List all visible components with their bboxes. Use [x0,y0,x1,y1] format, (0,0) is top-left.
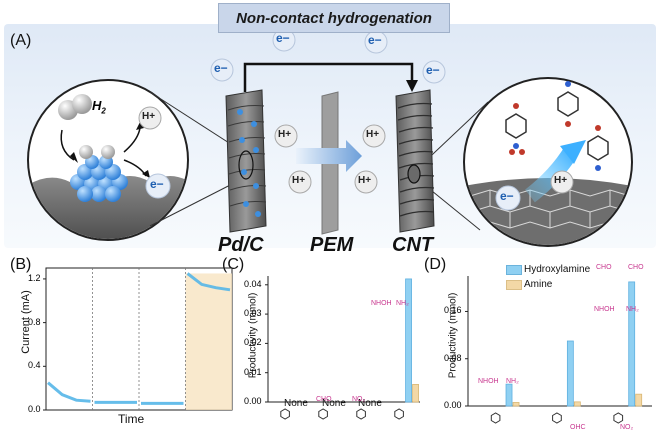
chart-d-ytick-label: 0.16 [444,305,462,316]
struct-label-nhoh-d: NHOH [594,306,615,313]
chart-d-bar-hydroxylamine-1 [505,383,513,407]
title-banner: Non-contact hydrogenation [218,3,450,33]
struct-label-cho: CHO [316,396,332,403]
chart-d-substrate-ring-1 [490,412,501,424]
chart-c-bar-amine-4 [412,384,419,403]
circuit-wire [243,62,414,92]
chart-c-ytick-label: 0.03 [244,308,262,319]
chart-d-ylabel: Productivity (mmol) [447,292,459,379]
proton-label: H+ [278,129,292,140]
chart-d-bar-hydroxylamine-2 [566,340,574,407]
legend-swatch-amine [506,280,522,290]
struct-label-nhoh: NHOH [371,300,392,307]
struct-label-cho-d2: CHO [628,264,644,271]
chart-d-substrate-ring-2 [552,412,562,424]
chart-c-ytick-label: 0.02 [244,337,262,348]
struct-label-nh2-d: NH₂ [626,306,639,313]
struct-label-ohc: OHC [570,424,586,431]
struct-label-cho-d1: CHO [596,264,612,271]
panel-label-c: (C) [222,256,245,273]
chart-c-substrate-ring-4 [394,408,404,420]
chart-d-bar-amine-1 [512,402,520,407]
panel-label-d: (D) [424,256,447,273]
panel-label-b: (B) [10,256,32,273]
pd-c-electrode [225,89,267,233]
legend-amine: Amine [524,279,553,290]
legend-swatch-hydroxylamine [506,265,522,275]
zoom-line-left-bottom [149,179,241,227]
struct-label-no2-d: NO₂ [620,424,634,431]
chart-c-ytick-label: 0.04 [244,278,262,289]
zoom-line-left-top [149,91,241,151]
chart-c-substrate-ring-3 [356,408,366,420]
chart-b-ytick-label: 1.2 [28,272,41,283]
struct-label-nh2-d2: NH₂ [506,378,519,385]
electron-label: e− [500,189,514,203]
proton-label: H+ [554,175,568,186]
circuit-arrowhead [406,80,418,92]
chart-b-ytick-label: 0.8 [28,316,41,327]
chart-c-ytick-label: 0.00 [244,396,262,406]
chart-c-ytick-label: 0.01 [244,366,262,377]
chart-c-substrate-ring-1 [280,408,290,420]
chart-d-ytick-label: 0.08 [444,352,462,363]
h2-label: H2 [92,98,106,116]
proton-flow-arrow [296,140,362,172]
chart-b-ytick-label: 0.0 [28,404,41,414]
pem-label: PEM [310,234,354,256]
none-label-2: None [322,398,346,409]
electron-label: e− [276,31,290,45]
proton-label: H+ [142,111,156,122]
cnt-electrode [395,89,435,233]
none-label-1: None [284,398,308,409]
chart-b-nitro-region [185,273,232,410]
chart-d-bar-hydroxylamine-3 [628,281,636,407]
legend-hydroxylamine: Hydroxylamine [524,264,591,275]
proton-label: H+ [366,129,380,140]
charge-bubbles [138,28,574,211]
struct-label-no2: NO₂ [352,396,366,403]
none-label-3: None [358,398,382,409]
chart-b-xlabel: Time [118,412,145,426]
chart-b-trace-4 [186,272,231,292]
chart-b-ytick-label: 0.4 [28,360,41,371]
chart-c-bar-hydroxylamine-4 [405,278,412,403]
chart-b-trace-1 [47,381,91,403]
struct-label-nhoh-d2: NHOH [478,378,499,385]
electron-label: e− [150,177,164,191]
struct-label-nh2: NH₂ [396,300,409,307]
chart-d-bar-amine-3 [635,393,643,407]
chart-c-substrate-ring-2 [318,408,328,420]
electron-label: e− [214,61,228,75]
chart-d-ytick-label: 0.00 [444,400,462,410]
pd-c-label: Pd/C [218,234,264,256]
electron-label: e− [368,33,382,47]
chart-d-substrate-ring-3 [613,412,624,424]
panel-label-a: (A) [10,32,32,49]
electron-label: e− [426,63,440,77]
proton-label: H+ [358,175,372,186]
proton-label: H+ [292,175,306,186]
cnt-label: CNT [392,234,434,256]
chart-d-bar-amine-2 [573,401,581,407]
